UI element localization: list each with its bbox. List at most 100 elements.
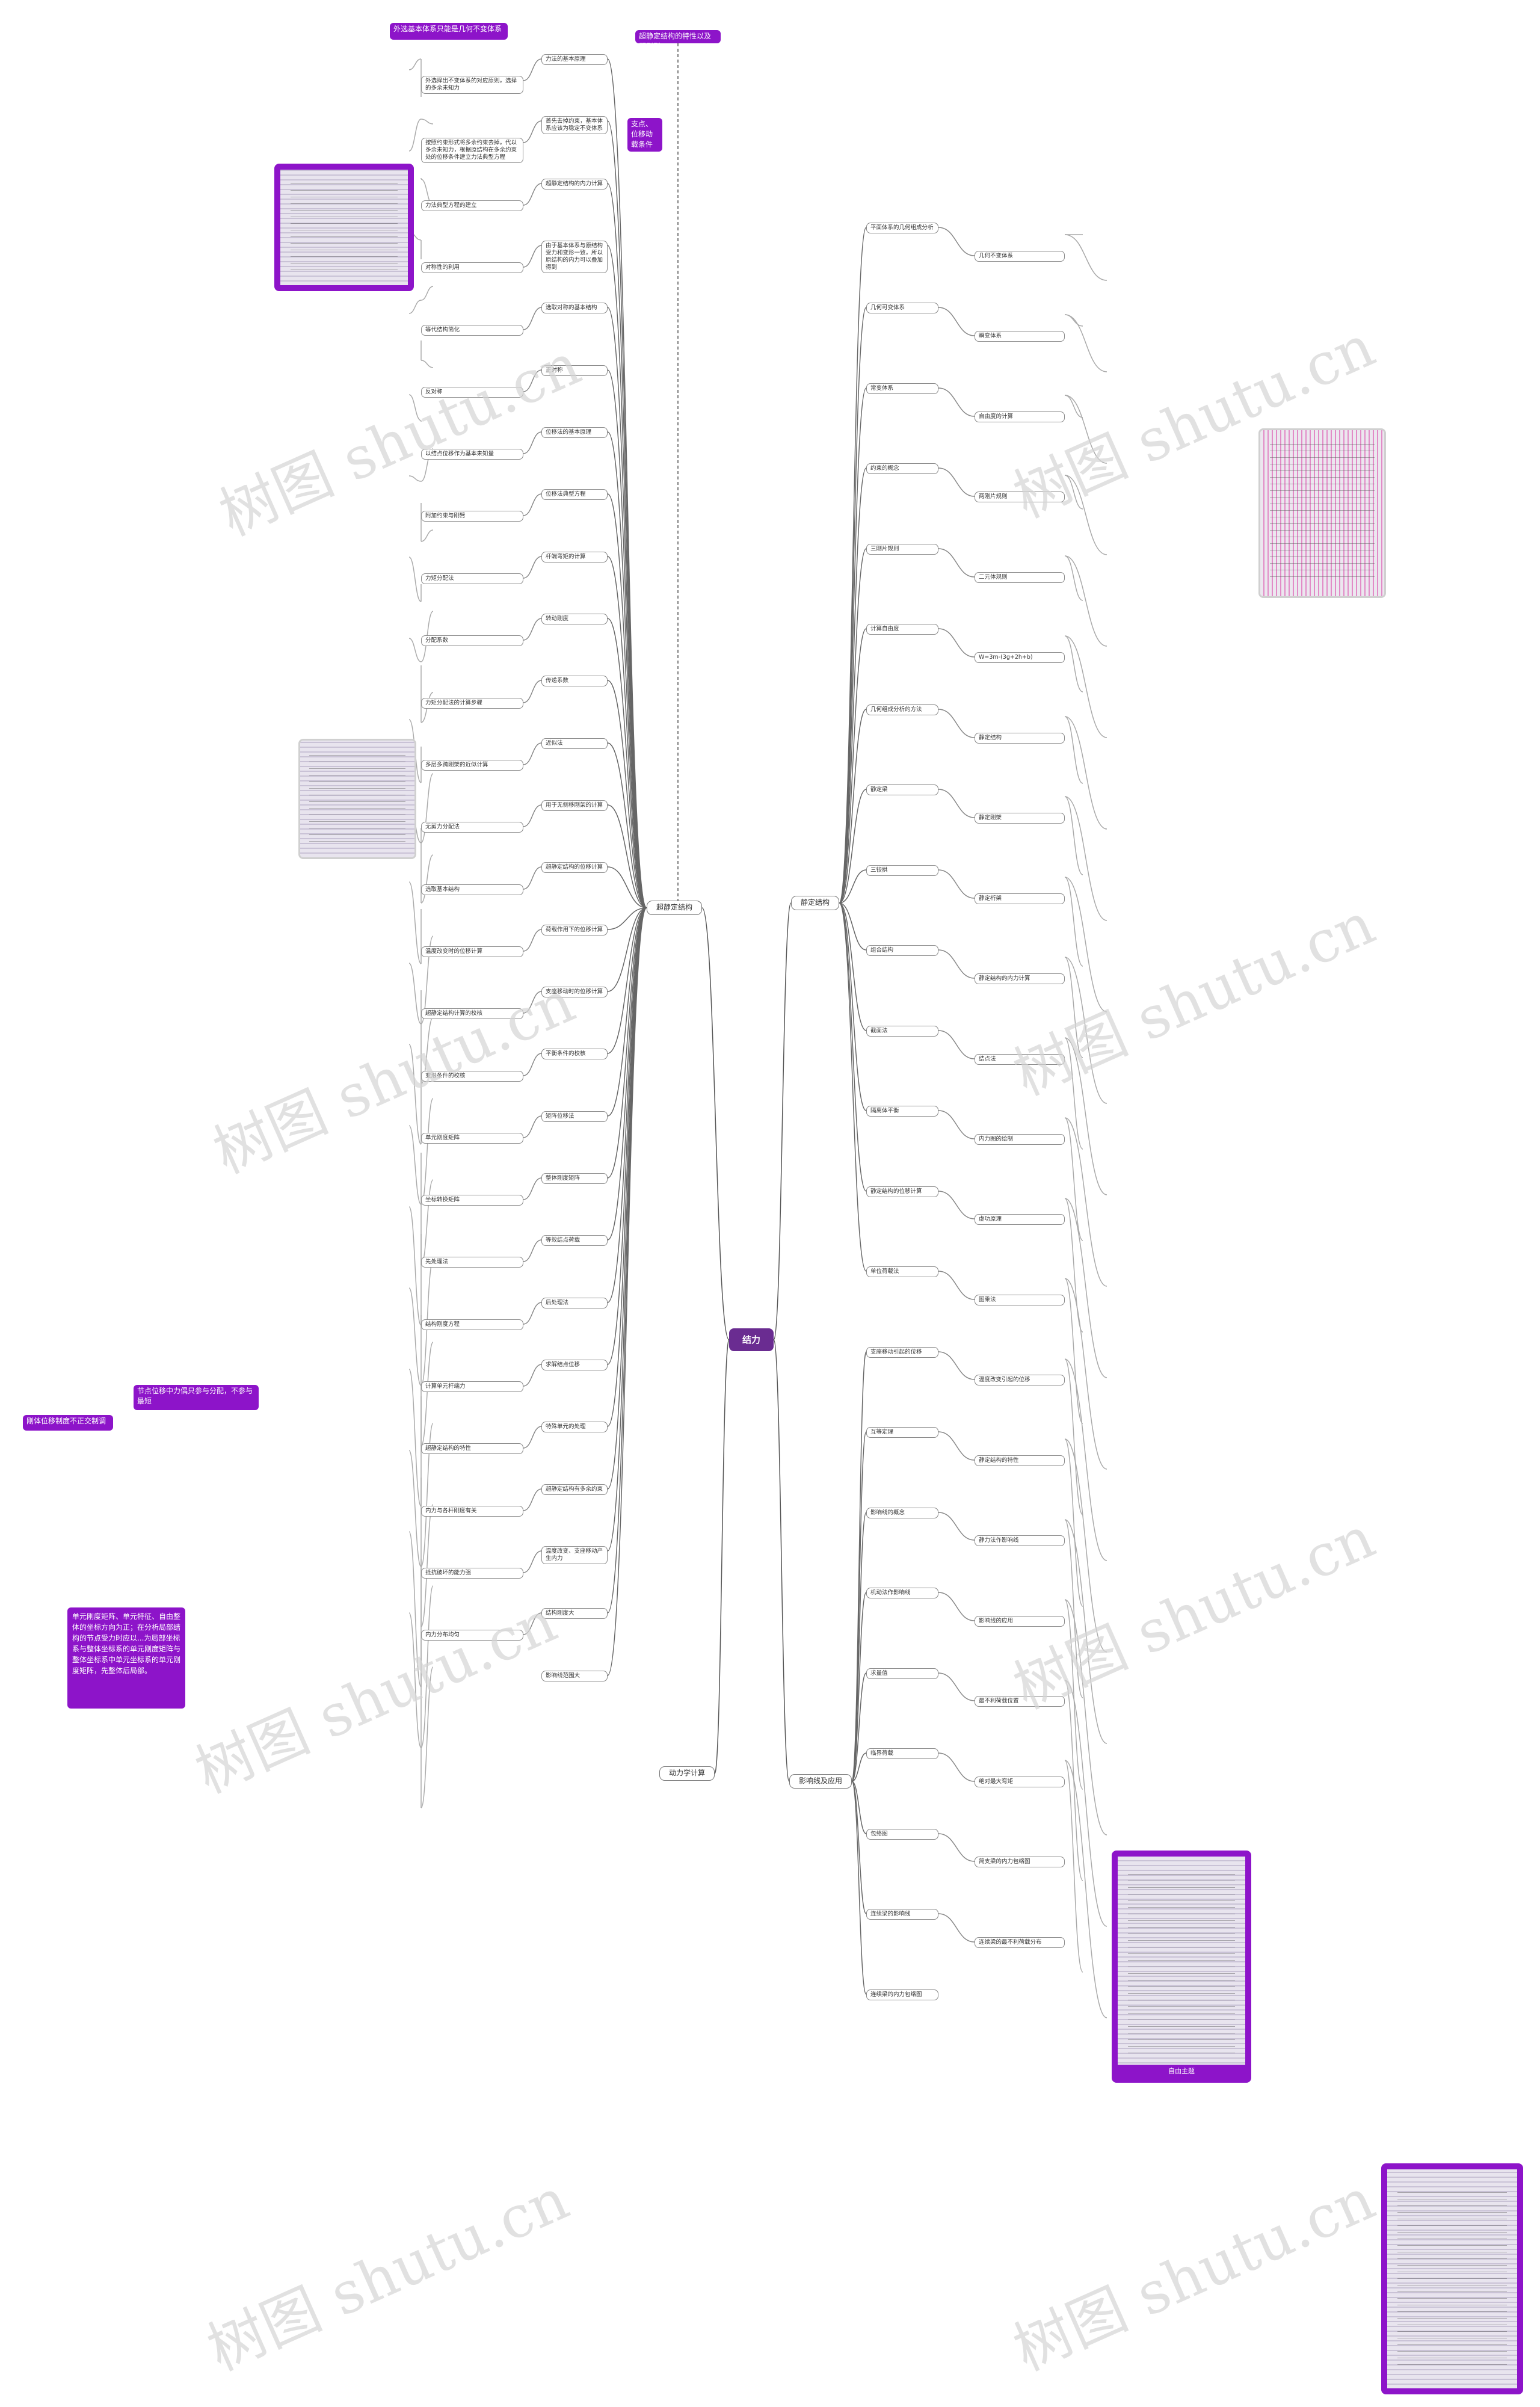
right-node-17[interactable]: 静定桁架 xyxy=(975,893,1065,904)
right-node-0[interactable]: 平面体系的几何组成分析 xyxy=(866,223,938,233)
left-node-3[interactable]: 按照约束形式将多余约束去掉，代以多余未知力，根据原结构在多余约束处的位移条件建立… xyxy=(421,138,523,163)
left-node-21[interactable]: 力矩分配法的计算步骤 xyxy=(421,698,523,709)
left-node-12[interactable]: 位移法的基本原理 xyxy=(541,427,608,438)
left-node-19[interactable]: 分配系数 xyxy=(421,635,523,646)
right-node-22[interactable]: 隔离体平衡 xyxy=(866,1106,938,1117)
left-node-47[interactable]: 内力与各杆刚度有关 xyxy=(421,1506,523,1517)
left-node-24[interactable]: 用于无侧移刚架的计算 xyxy=(541,800,608,811)
right-node-30[interactable]: 互等定理 xyxy=(866,1427,938,1438)
left-node-50[interactable]: 结构刚度大 xyxy=(541,1608,608,1619)
right-node-40[interactable]: 包络图 xyxy=(866,1829,938,1840)
right-node-12[interactable]: 几何组成分析的方法 xyxy=(866,704,938,715)
left-node-0[interactable]: 力法的基本原理 xyxy=(541,54,608,65)
left-node-20[interactable]: 传递系数 xyxy=(541,676,608,686)
branch-influence[interactable]: 影响线及应用 xyxy=(789,1774,852,1789)
left-node-26[interactable]: 超静定结构的位移计算 xyxy=(541,862,608,873)
left-node-15[interactable]: 附加约束与刚臂 xyxy=(421,511,523,522)
left-node-38[interactable]: 等效结点荷载 xyxy=(541,1235,608,1246)
purple-note-node-alloc[interactable]: 节点位移中力偶只参与分配，不参与最短 xyxy=(134,1385,259,1410)
right-node-41[interactable]: 简支梁的内力包络图 xyxy=(975,1857,1065,1867)
left-node-9[interactable]: 等代结构简化 xyxy=(421,325,523,336)
right-node-37[interactable]: 最不利荷载位置 xyxy=(975,1696,1065,1707)
left-node-32[interactable]: 平衡条件的校核 xyxy=(541,1049,608,1059)
right-node-8[interactable]: 三刚片规则 xyxy=(866,544,938,555)
right-node-29[interactable]: 温度改变引起的位移 xyxy=(975,1375,1065,1385)
right-node-16[interactable]: 三铰拱 xyxy=(866,865,938,876)
left-node-16[interactable]: 杆端弯矩的计算 xyxy=(541,552,608,562)
left-node-22[interactable]: 近似法 xyxy=(541,738,608,749)
left-node-10[interactable]: 正对称 xyxy=(541,365,608,376)
purple-note-left[interactable]: 刚体位移制度不正交制调 xyxy=(23,1415,113,1431)
right-node-19[interactable]: 静定结构的内力计算 xyxy=(975,973,1065,984)
left-node-48[interactable]: 温度改变、支座移动产生内力 xyxy=(541,1546,608,1564)
left-node-17[interactable]: 力矩分配法 xyxy=(421,573,523,584)
right-node-26[interactable]: 单位荷载法 xyxy=(866,1266,938,1277)
right-node-36[interactable]: 求量值 xyxy=(866,1668,938,1679)
left-node-23[interactable]: 多层多跨刚架的近似计算 xyxy=(421,760,523,771)
left-node-39[interactable]: 先处理法 xyxy=(421,1257,523,1268)
left-node-35[interactable]: 单元刚度矩阵 xyxy=(421,1133,523,1144)
purple-top-node[interactable]: 超静定结构的特性以及题型型 xyxy=(635,30,721,43)
right-node-14[interactable]: 静定梁 xyxy=(866,784,938,795)
left-node-25[interactable]: 无剪力分配法 xyxy=(421,822,523,833)
left-node-27[interactable]: 选取基本结构 xyxy=(421,884,523,895)
left-node-7[interactable]: 对称性的利用 xyxy=(421,262,523,273)
right-node-33[interactable]: 静力法作影响线 xyxy=(975,1535,1065,1546)
right-node-15[interactable]: 静定刚架 xyxy=(975,813,1065,824)
right-node-6[interactable]: 约束的概念 xyxy=(866,463,938,474)
left-node-5[interactable]: 力法典型方程的建立 xyxy=(421,200,523,211)
right-node-24[interactable]: 静定结构的位移计算 xyxy=(866,1186,938,1197)
left-node-41[interactable]: 结构刚度方程 xyxy=(421,1319,523,1330)
branch-moving-load[interactable]: 动力学计算 xyxy=(659,1766,715,1781)
purple-note-big[interactable]: 单元刚度矩阵、单元特征、自由整体的坐标方向为正；在分析局部结构的节点受力时应以.… xyxy=(67,1607,185,1709)
left-node-13[interactable]: 以结点位移作为基本未知量 xyxy=(421,449,523,460)
left-node-6[interactable]: 由于基本体系与原结构受力和变形一致，所以原结构的内力可以叠加得到 xyxy=(541,241,608,273)
right-node-25[interactable]: 虚功原理 xyxy=(975,1214,1065,1225)
left-node-37[interactable]: 坐标转换矩阵 xyxy=(421,1195,523,1206)
purple-side-tag[interactable]: 支点、位移动 载条件 xyxy=(627,118,662,152)
right-node-18[interactable]: 组合结构 xyxy=(866,945,938,956)
left-node-8[interactable]: 选取对称的基本结构 xyxy=(541,303,608,313)
left-node-51[interactable]: 内力分布均匀 xyxy=(421,1630,523,1641)
left-node-43[interactable]: 计算单元杆端力 xyxy=(421,1381,523,1392)
right-node-34[interactable]: 机动法作影响线 xyxy=(866,1588,938,1598)
right-node-9[interactable]: 二元体规则 xyxy=(975,572,1065,583)
right-node-44[interactable]: 连续梁的内力包络图 xyxy=(866,1989,938,2000)
right-node-21[interactable]: 结点法 xyxy=(975,1054,1065,1065)
left-node-11[interactable]: 反对称 xyxy=(421,387,523,398)
left-node-52[interactable]: 影响线范围大 xyxy=(541,1671,608,1681)
left-node-1[interactable]: 外选择出不变体系的对应原则，选择的多余未知力 xyxy=(421,76,523,94)
right-node-28[interactable]: 支座移动引起的位移 xyxy=(866,1347,938,1358)
right-node-23[interactable]: 内力图的绘制 xyxy=(975,1134,1065,1145)
right-node-10[interactable]: 计算自由度 xyxy=(866,624,938,635)
right-node-31[interactable]: 静定结构的特性 xyxy=(975,1455,1065,1466)
left-node-36[interactable]: 整体刚度矩阵 xyxy=(541,1173,608,1184)
right-node-42[interactable]: 连续梁的影响线 xyxy=(866,1909,938,1920)
right-node-27[interactable]: 图乘法 xyxy=(975,1295,1065,1305)
right-node-7[interactable]: 两刚片规则 xyxy=(975,492,1065,502)
right-node-35[interactable]: 影响线的应用 xyxy=(975,1616,1065,1627)
right-node-13[interactable]: 静定结构 xyxy=(975,733,1065,744)
right-node-32[interactable]: 影响线的概念 xyxy=(866,1508,938,1518)
root-node[interactable]: 结力 xyxy=(729,1328,774,1351)
right-node-20[interactable]: 截面法 xyxy=(866,1026,938,1037)
left-node-49[interactable]: 抵抗破坏的能力强 xyxy=(421,1568,523,1579)
left-node-45[interactable]: 超静定结构的特性 xyxy=(421,1443,523,1454)
left-node-28[interactable]: 荷载作用下的位移计算 xyxy=(541,925,608,935)
right-node-5[interactable]: 自由度的计算 xyxy=(975,411,1065,422)
right-node-38[interactable]: 临界荷载 xyxy=(866,1748,938,1759)
left-node-31[interactable]: 超静定结构计算的校核 xyxy=(421,1008,523,1019)
left-node-30[interactable]: 支座移动时的位移计算 xyxy=(541,987,608,997)
left-node-18[interactable]: 转动刚度 xyxy=(541,614,608,624)
right-node-43[interactable]: 连续梁的最不利荷载分布 xyxy=(975,1937,1065,1948)
left-node-29[interactable]: 温度改变时的位移计算 xyxy=(421,946,523,957)
left-node-40[interactable]: 后处理法 xyxy=(541,1298,608,1308)
purple-note-top-left[interactable]: 外选基本体系只能是几何不变体系 xyxy=(390,23,508,40)
right-node-4[interactable]: 常变体系 xyxy=(866,383,938,394)
branch-static[interactable]: 静定结构 xyxy=(791,896,839,910)
right-node-2[interactable]: 几何可变体系 xyxy=(866,303,938,313)
left-node-14[interactable]: 位移法典型方程 xyxy=(541,489,608,500)
left-node-44[interactable]: 特殊单元的处理 xyxy=(541,1422,608,1432)
right-node-11[interactable]: W=3m-(3g+2h+b) xyxy=(975,652,1065,663)
right-node-39[interactable]: 绝对最大弯矩 xyxy=(975,1777,1065,1787)
